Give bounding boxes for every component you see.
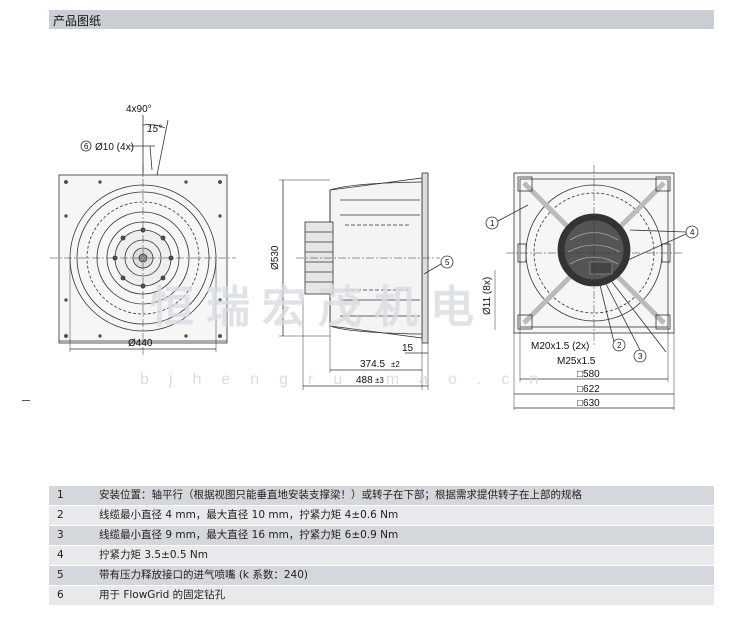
- note-text: 拧紧力矩 3.5±0.5 Nm: [95, 545, 714, 566]
- table-row: 5 带有压力释放接口的进气喷嘴 (k 系数：240): [49, 565, 714, 586]
- dim-622-label: □622: [577, 384, 600, 395]
- callout-5: 5: [445, 258, 450, 267]
- front-view: [50, 115, 236, 355]
- notes-table: 1 安装位置：轴平行（根据视图只能垂直地安装支撑梁！）或转子在下部；根据需求提供…: [49, 486, 714, 606]
- table-row: 2 线缆最小直径 4 mm，最大直径 10 mm，拧紧力矩 4±0.6 Nm: [49, 505, 714, 526]
- section-title-bar: 产品图纸: [49, 10, 714, 29]
- note-text: 用于 FlowGrid 的固定钻孔: [95, 585, 714, 606]
- technical-drawing: 恒瑞宏茂机电 bjhengruimao.cn 4x90° 15° 6 Ø10 (…: [50, 104, 699, 410]
- dim-374-label: 374.5: [360, 359, 385, 370]
- note-number: 5: [49, 565, 95, 586]
- note-number: 1: [49, 486, 95, 506]
- callout-2: 2: [617, 341, 622, 350]
- note-text: 线缆最小直径 4 mm，最大直径 10 mm，拧紧力矩 4±0.6 Nm: [95, 505, 714, 526]
- table-row: 3 线缆最小直径 9 mm，最大直径 16 mm，拧紧力矩 6±0.9 Nm: [49, 525, 714, 546]
- callout-6: 6: [84, 142, 89, 151]
- callout-3: 3: [638, 352, 643, 361]
- height-530-label: Ø530: [270, 245, 281, 270]
- note-number: 3: [49, 525, 95, 546]
- table-row: 6 用于 FlowGrid 的固定钻孔: [49, 585, 714, 606]
- callout-1: 1: [490, 219, 495, 228]
- diameter-440-label: Ø440: [128, 338, 153, 349]
- dim-15-label: 15: [402, 343, 414, 354]
- table-row: 4 拧紧力矩 3.5±0.5 Nm: [49, 545, 714, 566]
- rear-view: [485, 165, 699, 410]
- angle-label: 4x90°: [126, 104, 152, 115]
- dim-580-label: □580: [577, 369, 600, 380]
- dim-488-label: 488: [356, 375, 373, 386]
- gland-m20-label: M20x1.5 (2x): [531, 341, 589, 352]
- note-text: 带有压力释放接口的进气喷嘴 (k 系数：240): [95, 565, 714, 586]
- margin-mark: [22, 400, 30, 401]
- note-number: 4: [49, 545, 95, 566]
- note-text: 线缆最小直径 9 mm，最大直径 16 mm，拧紧力矩 6±0.9 Nm: [95, 525, 714, 546]
- offset-angle-label: 15°: [147, 124, 162, 135]
- dim-488-tol: ±3: [375, 376, 384, 385]
- holes-label: Ø11 (8x): [482, 277, 493, 315]
- note-number: 6: [49, 585, 95, 606]
- callout-4: 4: [690, 228, 695, 237]
- note-number: 2: [49, 505, 95, 526]
- note-text: 安装位置：轴平行（根据视图只能垂直地安装支撑梁！）或转子在下部；根据需求提供转子…: [95, 486, 714, 506]
- side-view: [279, 172, 454, 390]
- table-row: 1 安装位置：轴平行（根据视图只能垂直地安装支撑梁！）或转子在下部；根据需求提供…: [49, 486, 714, 506]
- watermark-text: 恒瑞宏茂机电: [150, 282, 486, 333]
- section-title: 产品图纸: [53, 14, 102, 28]
- hole-label: Ø10 (4x): [95, 142, 134, 153]
- watermark-url: bjhengruimao.cn: [140, 371, 558, 388]
- dim-630-label: □630: [577, 398, 600, 409]
- gland-m25-label: M25x1.5: [557, 356, 596, 367]
- dim-374-tol: ±2: [391, 360, 400, 369]
